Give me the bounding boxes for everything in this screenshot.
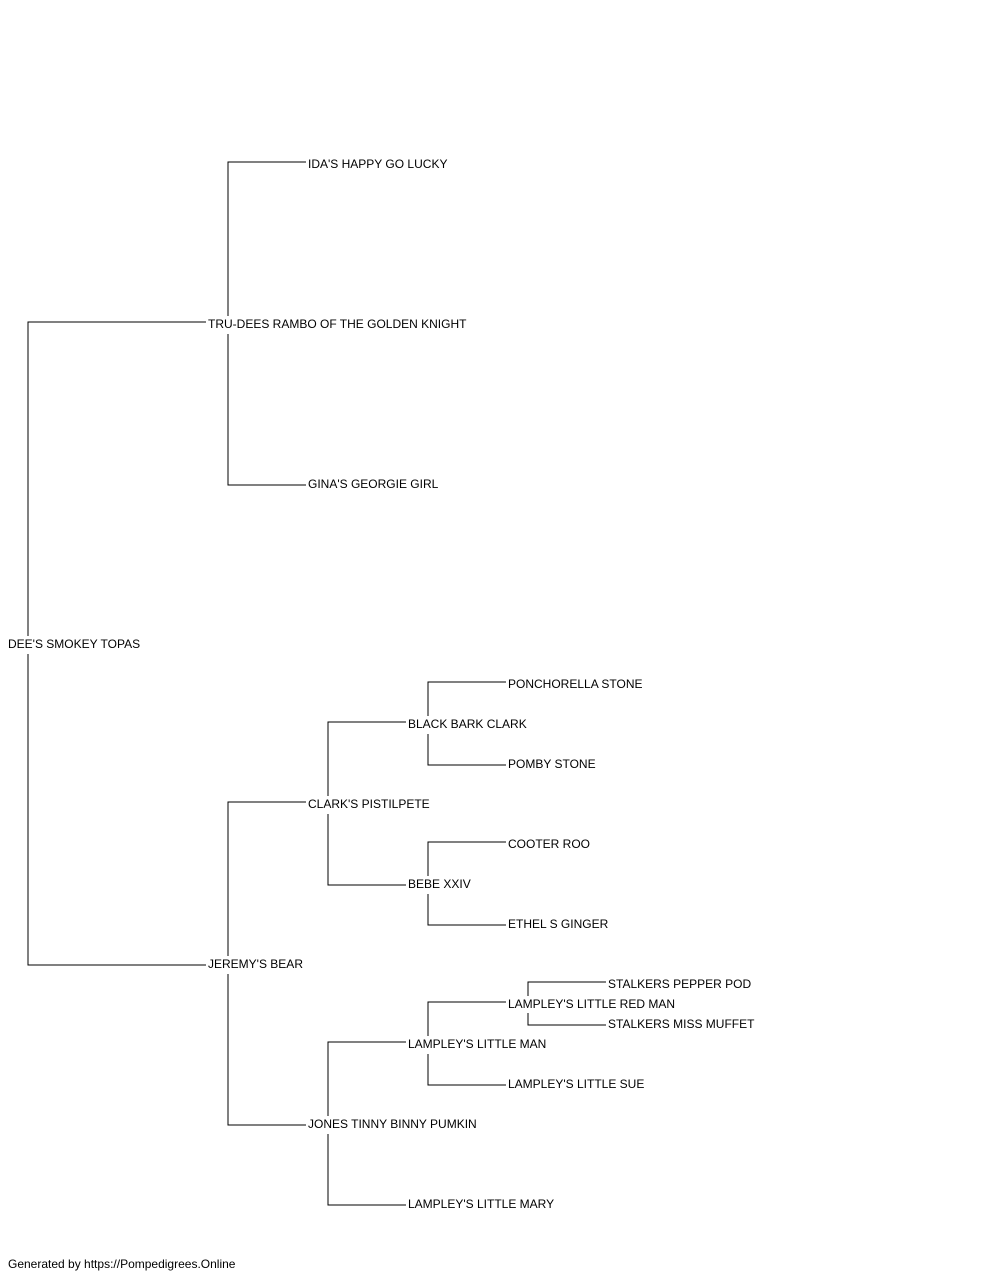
dam-sire-name: CLARK'S PISTILPETE <box>308 797 430 811</box>
dam-dam-dam-name: LAMPLEY'S LITTLE MARY <box>408 1197 555 1211</box>
dam-dam-sire-dam-name: LAMPLEY'S LITTLE SUE <box>508 1077 645 1091</box>
dam-sire-dam-sire-name: COOTER ROO <box>508 837 591 851</box>
connector-littleman-sire <box>427 1001 506 1036</box>
dam-dam-sire-sire-name: LAMPLEY'S LITTLE RED MAN <box>508 997 676 1011</box>
connector-redman-sire <box>527 981 606 996</box>
dam-sire-sire-sire-name: PONCHORELLA STONE <box>508 677 643 691</box>
connector-blackbark-sire <box>427 681 506 716</box>
dam-dam-sire-name: LAMPLEY'S LITTLE MAN <box>408 1037 547 1051</box>
subject-name: DEE'S SMOKEY TOPAS <box>8 637 141 651</box>
generated-by-footer: Generated by https://Pompedigrees.Online <box>8 1257 236 1271</box>
connector-littleman-dam <box>427 1054 506 1086</box>
dam-sire-sire-dam-name: POMBY STONE <box>508 757 596 771</box>
connector-subject-dam <box>27 654 206 966</box>
connector-redman-dam <box>527 1013 606 1026</box>
sire-name: TRU-DEES RAMBO OF THE GOLDEN KNIGHT <box>208 317 467 331</box>
dam-sire-dam-dam-name: ETHEL S GINGER <box>508 917 609 931</box>
connector-bebe-dam <box>427 894 506 926</box>
connector-subject-sire <box>27 321 206 636</box>
connector-dam-dam <box>227 974 306 1126</box>
connector-pistilpete-sire <box>327 721 406 796</box>
connector-pumkin-sire <box>327 1041 406 1116</box>
dam-dam-sire-sire-dam-name: STALKERS MISS MUFFET <box>608 1017 755 1031</box>
dam-name: JEREMY'S BEAR <box>208 957 303 971</box>
dam-dam-name: JONES TINNY BINNY PUMKIN <box>308 1117 477 1131</box>
connector-sire-dam <box>227 334 306 486</box>
dam-sire-sire-name: BLACK BARK CLARK <box>408 717 527 731</box>
sire-dam-name: GINA'S GEORGIE GIRL <box>308 477 439 491</box>
connector-dam-sire <box>227 801 306 956</box>
connector-pumkin-dam <box>327 1134 406 1206</box>
sire-sire-name: IDA'S HAPPY GO LUCKY <box>308 157 448 171</box>
dam-dam-sire-sire-sire-name: STALKERS PEPPER POD <box>608 977 752 991</box>
connector-pistilpete-dam <box>327 814 406 886</box>
connector-bebe-sire <box>427 841 506 876</box>
connector-blackbark-dam <box>427 734 506 766</box>
connector-sire-sire <box>227 161 306 316</box>
dam-sire-dam-name: BEBE XXIV <box>408 877 471 891</box>
